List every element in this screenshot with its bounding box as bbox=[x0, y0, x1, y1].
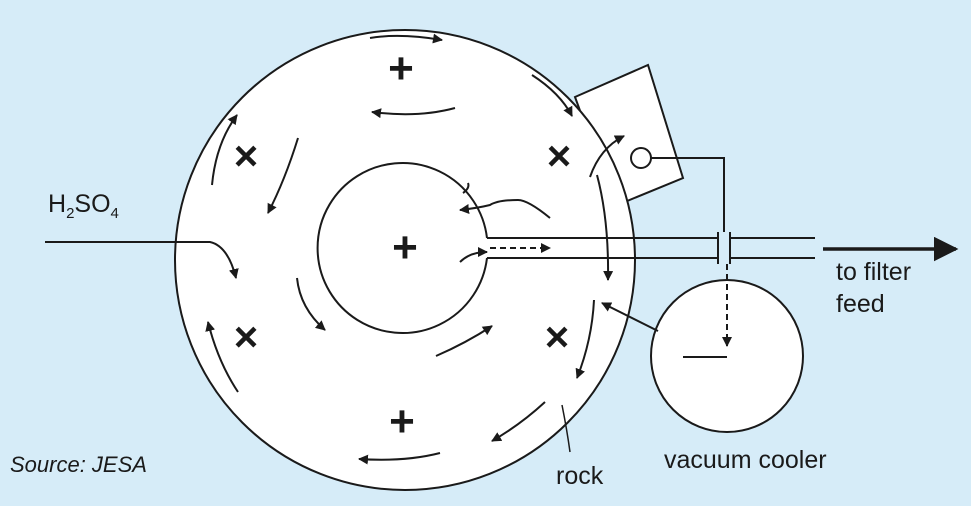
outlet-pipe bbox=[487, 232, 815, 264]
output-label-line2: feed bbox=[836, 290, 885, 318]
acid-feed-arrow bbox=[45, 241, 239, 279]
plus-symbol: + bbox=[392, 223, 418, 272]
rock-pointer bbox=[561, 404, 571, 453]
vacuum-cooler-label: vacuum cooler bbox=[664, 446, 827, 474]
flow-arrow bbox=[589, 135, 625, 178]
flow-arrow bbox=[596, 174, 614, 281]
flow-arrow bbox=[211, 114, 238, 186]
plus-symbol: + bbox=[389, 397, 415, 446]
flow-arrow bbox=[296, 277, 326, 331]
flow-arrow bbox=[435, 325, 493, 357]
flow-arrow bbox=[491, 401, 546, 442]
flow-arrow bbox=[205, 321, 239, 393]
acid-feed-label: H2SO4 bbox=[48, 190, 119, 222]
vapour-outlet-nozzle bbox=[630, 147, 652, 169]
output-label-line1: to filter bbox=[836, 258, 912, 286]
cooler-return-arrow bbox=[601, 302, 659, 332]
cross-symbol: × bbox=[234, 132, 259, 179]
flow-arrow bbox=[531, 74, 573, 117]
source-note: Source: JESA bbox=[10, 452, 147, 477]
cross-symbol: × bbox=[547, 132, 572, 179]
flow-arrow bbox=[575, 299, 595, 379]
rock-label: rock bbox=[556, 462, 604, 490]
cross-symbol: × bbox=[545, 313, 570, 360]
flow-arrow bbox=[462, 182, 470, 194]
cross-symbol: × bbox=[234, 313, 259, 360]
plus-symbol: + bbox=[388, 44, 414, 93]
vapour-line bbox=[651, 157, 725, 232]
flow-arrow bbox=[459, 247, 488, 263]
flow-arrow bbox=[371, 107, 456, 119]
central-column bbox=[316, 162, 488, 334]
flow-arrow bbox=[267, 137, 299, 214]
flow-arrow bbox=[358, 452, 441, 465]
flow-arrow bbox=[459, 198, 551, 219]
flow-arrow bbox=[369, 33, 443, 44]
